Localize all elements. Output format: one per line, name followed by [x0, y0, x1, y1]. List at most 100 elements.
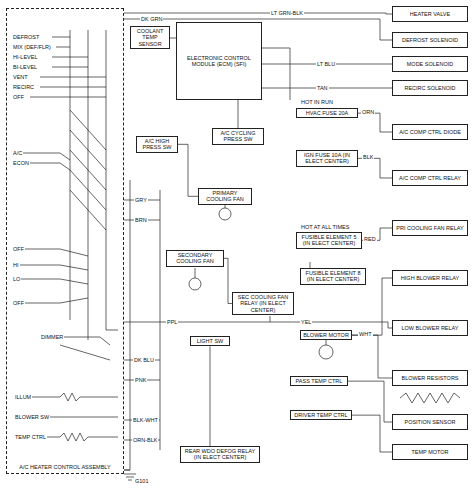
node-text: LOW BLOWER RELAY [401, 325, 458, 331]
solenoid: DEFROST SOLENOID [392, 32, 468, 48]
blower-switch [18, 249, 88, 303]
node-text: TEMP MOTOR [411, 449, 448, 455]
node-text: PASS TEMP CTRL [296, 378, 343, 384]
part-name: TEMP CTRL [14, 434, 47, 440]
node-text: SECONDARY COOLING FAN [169, 252, 221, 265]
switch-position: RECIRC [12, 84, 35, 90]
wire-connector [358, 113, 392, 132]
switch: LIGHT SW [190, 336, 230, 346]
switch-lead [88, 320, 118, 340]
wire-color: GRY [134, 197, 148, 203]
wire-color: YEL [300, 319, 312, 325]
wire-color: DK BLU [133, 357, 155, 363]
relay: REAR WDO DEFOG RELAY (IN ELECT CENTER) [180, 446, 260, 463]
switch-position: HI [12, 262, 20, 268]
resistor-symbol [400, 393, 460, 403]
wire [326, 340, 327, 345]
temp-control: PASS TEMP CTRL [290, 376, 348, 386]
wire-connector [238, 100, 239, 128]
fan: SECONDARY COOLING FAN [166, 250, 224, 267]
relay: LOW BLOWER RELAY [392, 320, 468, 336]
node-text: COOLANT TEMP SENSOR [133, 28, 167, 47]
fusible-element: FUSIBLE ELEMENT 5 (IN ELECT CENTER) [296, 232, 362, 249]
fan: PRIMARY COOLING FAN [198, 188, 252, 205]
wire-connector [358, 158, 392, 178]
gang-switch [70, 110, 106, 230]
wire-color: BRN [134, 217, 148, 223]
blower-motor-symbol [319, 345, 333, 359]
wire-color: WHT [358, 331, 373, 337]
switch-position: DEFROST [12, 34, 40, 40]
dimmer-pot [60, 337, 110, 360]
wire-color: PNK [134, 377, 147, 383]
wire-connector [348, 381, 392, 422]
pressure-switch: A/C CYCLING PRESS SW [212, 128, 264, 145]
node-text: BLOWER MOTOR [303, 332, 349, 338]
wire-color: DK GRN [140, 16, 163, 22]
switch-position: ECON [12, 160, 30, 166]
node-text: MODE SOLENOID [407, 61, 453, 67]
node-text: IGN FUSE 10A (IN ELECT CENTER) [299, 152, 355, 165]
relay: A/C COMP CTRL RELAY [392, 170, 468, 186]
wire-color: LT BLU [316, 61, 336, 67]
part-name: ILLUM [14, 394, 32, 400]
ground-name: G101 [134, 478, 149, 484]
wire-connector [352, 335, 392, 378]
switch-position: LO [12, 276, 21, 282]
wire-connector [124, 13, 392, 14]
node-text: LIGHT SW [197, 338, 224, 344]
switch-rail [70, 30, 71, 320]
switch-position: HI-LEVEL [12, 54, 38, 60]
illum-lamp [30, 393, 118, 401]
note: HOT AT ALL TIMES [300, 224, 350, 230]
node-text: POSITION SENSOR [404, 419, 455, 425]
wire-color: BLK-WHT [132, 417, 159, 423]
wire [124, 200, 160, 440]
bus-wire [160, 190, 161, 450]
blower-motor: BLOWER MOTOR [300, 330, 352, 340]
switch-position: MIX (DEF/FLR) [12, 44, 52, 50]
node-text: SEC COOLING FAN RELAY (IN ELECT CENTER) [235, 294, 291, 313]
node-text: FUSIBLE ELEMENT 8 (IN ELECT CENTER) [303, 270, 363, 283]
switch-position: OFF [12, 300, 25, 306]
node-text: HEATER VALVE [410, 11, 450, 17]
bus-wire [130, 180, 131, 470]
node-text: RECIRC SOLENOID [404, 85, 455, 91]
wire-color: LT GRN-BLK [270, 10, 304, 16]
node-text: DEFROST SOLENOID [402, 37, 458, 43]
node-text: HIGH BLOWER RELAY [401, 275, 459, 281]
diode: A/C COMP CTRL DIODE [392, 124, 468, 140]
switch-position: OFF [12, 246, 25, 252]
solenoid: MODE SOLENOID [392, 56, 468, 72]
wire-connector [210, 346, 211, 446]
control-module: ELECTRONIC CONTROL MODULE (ECM) (SFI) [176, 22, 262, 100]
solenoid: RECIRC SOLENOID [392, 80, 468, 96]
node-text: ELECTRONIC CONTROL MODULE (ECM) (SFI) [179, 55, 259, 68]
part-name: DIMMER [40, 334, 64, 340]
fan-motor [219, 208, 231, 220]
valve: HEATER VALVE [392, 6, 468, 22]
switch-position: OFF [12, 94, 25, 100]
fan-motor [189, 278, 201, 290]
fusible-element: FUSIBLE ELEMENT 8 (IN ELECT CENTER) [300, 268, 366, 285]
fuse: HVAC FUSE 20A [296, 108, 358, 118]
sensor: POSITION SENSOR [392, 414, 468, 430]
wire-color: ORN-BLK [132, 437, 158, 443]
node-text: A/C HIGH PRESS SW [139, 138, 175, 151]
wire-color: TAN [316, 85, 329, 91]
node-text: BLOWER RESISTORS [401, 375, 458, 381]
node-text: HVAC FUSE 20A [306, 110, 348, 116]
wire-color: RED [363, 236, 377, 242]
sensor: COOLANT TEMP SENSOR [130, 26, 170, 49]
motor: TEMP MOTOR [392, 444, 468, 460]
wire-color: ORN [361, 109, 375, 115]
fuse: IGN FUSE 10A (IN ELECT CENTER) [296, 150, 358, 167]
node-text: PRIMARY COOLING FAN [201, 190, 249, 203]
node-text: A/C HEATER CONTROL ASSEMBLY [19, 464, 110, 470]
relay: PRI COOLING FAN RELAY [392, 220, 468, 236]
node-text: REAR WDO DEFOG RELAY (IN ELECT CENTER) [183, 448, 257, 461]
note: HOT IN RUN [300, 99, 334, 105]
node-text: DRIVER TEMP CTRL [294, 412, 347, 418]
